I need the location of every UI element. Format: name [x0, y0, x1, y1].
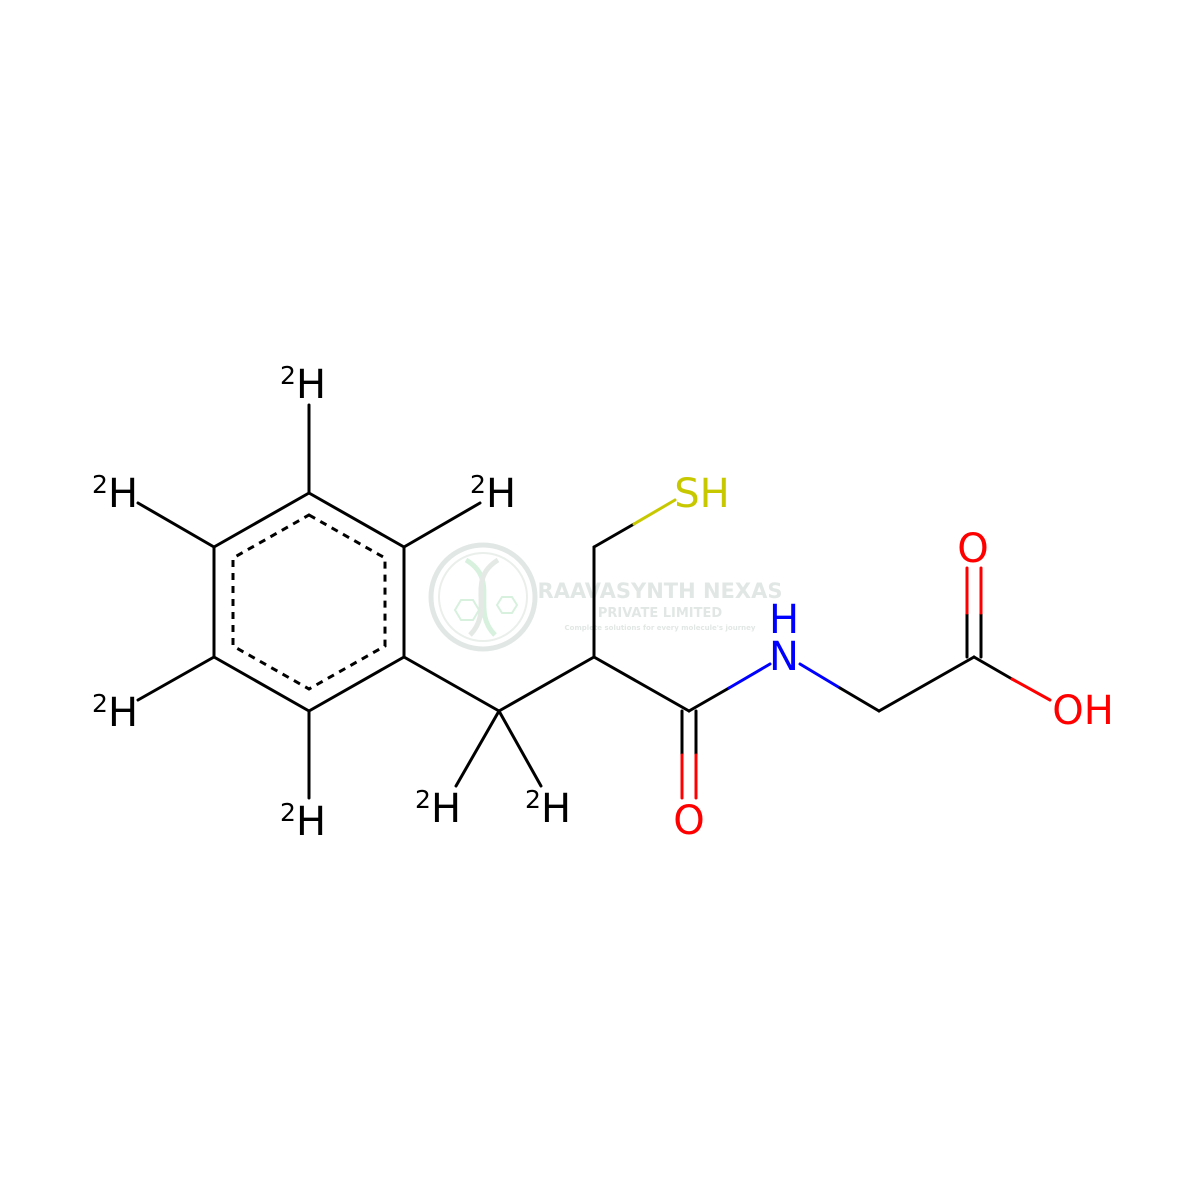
svg-text:2: 2 — [525, 785, 541, 814]
ring-d-bond — [402, 501, 482, 549]
bond-amide-c-o — [680, 709, 698, 800]
svg-text:H: H — [296, 799, 326, 845]
svg-text:2: 2 — [92, 470, 108, 499]
bond-c-oh — [972, 655, 1052, 702]
watermark-line-1: RAAVASYNTH NEXAS — [538, 579, 783, 603]
bond-ch2-s — [592, 498, 677, 549]
chain-bonds — [402, 545, 976, 713]
watermark-line-3: Complete solutions for every molecule's … — [565, 624, 756, 632]
bond-n-ch2 — [798, 662, 881, 713]
hydroxyl-label: OH — [1052, 688, 1114, 734]
bond-ch2-glycine — [877, 655, 976, 713]
sulfur-label: SH — [674, 471, 729, 517]
ch2-d-bond — [497, 709, 543, 788]
svg-text:2: 2 — [415, 785, 431, 814]
deuterium-bonds — [136, 403, 543, 800]
svg-text:2: 2 — [470, 470, 486, 499]
ch2-d-bond — [454, 709, 501, 788]
ring-bond — [307, 491, 406, 549]
bond-ch-carbonyl — [592, 655, 691, 713]
ring-bond — [212, 491, 311, 549]
ring-d-bond — [136, 655, 216, 702]
ring-bond — [307, 655, 406, 713]
watermark-logo-icon — [428, 542, 538, 652]
bond-ring-ch2 — [402, 655, 501, 713]
deuterium-label-upper-right: 2 H — [470, 470, 516, 517]
watermark: RAAVASYNTH NEXAS PRIVATE LIMITED Complet… — [428, 542, 783, 652]
amide-nitrogen-hydrogen-label: H — [769, 597, 799, 643]
svg-text:2: 2 — [280, 361, 296, 390]
svg-text:2: 2 — [280, 798, 296, 827]
svg-text:H: H — [486, 471, 516, 517]
acid-carbonyl-oxygen-label: O — [957, 526, 988, 572]
deuterium-labels: 2 H 2 H 2 H 2 H 2 H 2 H 2 H — [92, 361, 571, 845]
ring-d-bond — [136, 501, 216, 549]
bond-c-n — [687, 662, 772, 713]
deuterium-label-upper-left: 2 H — [92, 470, 138, 517]
benzene-ring — [212, 491, 406, 713]
amide-nitrogen-label: N — [769, 634, 799, 680]
svg-text:2: 2 — [92, 689, 108, 718]
svg-text:H: H — [296, 362, 326, 408]
deuterium-label-lower-left: 2 H — [92, 689, 138, 736]
deuterium-label-bottom: 2 H — [280, 798, 326, 845]
bond-ch2-ch — [497, 655, 596, 713]
svg-text:H: H — [108, 471, 138, 517]
amide-oxygen-label: O — [673, 798, 704, 844]
deuterium-label-methylene-left: 2 H — [415, 785, 461, 832]
svg-text:H: H — [431, 786, 461, 832]
bond-acid-c-o — [965, 566, 983, 659]
svg-text:H: H — [108, 690, 138, 736]
aromatic-inner-ring — [231, 513, 387, 691]
deuterium-label-top: 2 H — [280, 361, 326, 408]
ring-bond — [212, 655, 311, 713]
watermark-line-2: PRIVATE LIMITED — [598, 606, 723, 621]
svg-text:H: H — [541, 786, 571, 832]
deuterium-label-methylene-right: 2 H — [525, 785, 571, 832]
